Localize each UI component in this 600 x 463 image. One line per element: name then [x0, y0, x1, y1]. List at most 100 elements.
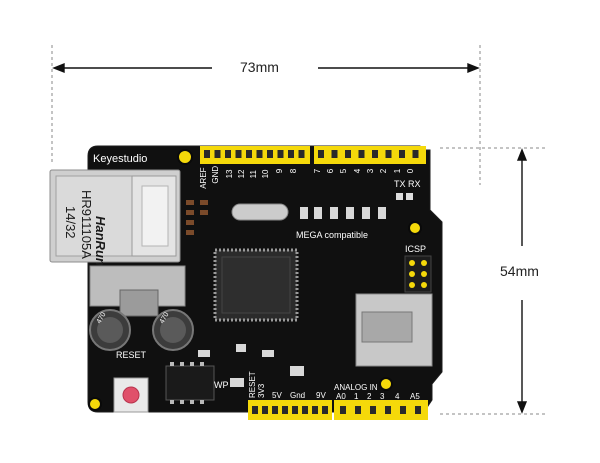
header-socket — [272, 406, 278, 414]
header-socket — [385, 406, 391, 414]
header-socket — [282, 406, 288, 414]
top-pin-label: 8 — [289, 168, 298, 173]
header-socket — [252, 406, 258, 414]
regulator-chip — [119, 289, 159, 317]
wp-label: WP — [214, 380, 229, 390]
top-pin-label: 0 — [406, 168, 415, 173]
header-socket — [355, 406, 361, 414]
header-socket — [312, 406, 318, 414]
header-socket — [292, 406, 298, 414]
header-socket — [288, 150, 294, 158]
top-pin-label: 9 — [275, 168, 284, 173]
top-pin-label: 5 — [339, 168, 348, 173]
top-pin-label: 2 — [379, 168, 388, 173]
passive-components-left — [186, 200, 208, 235]
header-socket — [235, 150, 242, 158]
header-socket — [372, 150, 378, 158]
top-pin-label: AREF — [199, 167, 208, 188]
top-pin-label: GND — [211, 166, 220, 184]
ethernet-controller-die — [221, 256, 291, 314]
flash-chip-pins — [170, 362, 204, 404]
power-pin-label: 5V — [272, 391, 282, 400]
header-socket — [331, 150, 338, 158]
header-socket — [415, 406, 421, 414]
jack-brand: HanRun — [93, 216, 108, 266]
flash-chip — [165, 365, 215, 401]
capacitor-left — [89, 309, 131, 351]
top-header-sockets — [204, 150, 419, 158]
power-pin-label: 9V — [316, 391, 326, 400]
tx-label: TX — [394, 179, 406, 189]
header-socket — [277, 150, 284, 158]
jack-code-group: 14/32 — [63, 206, 78, 239]
mounting-holes — [88, 149, 422, 411]
reset-button — [113, 377, 149, 413]
analog-in-title: ANALOG IN — [334, 383, 378, 392]
cap-label-left: 470 — [96, 311, 108, 325]
header-socket — [262, 406, 268, 414]
header-socket — [214, 150, 221, 158]
tx-rx-leds — [396, 193, 413, 200]
jack-code: 14/32 — [63, 206, 78, 239]
header-socket — [370, 406, 376, 414]
width-dimension-label: 73mm — [236, 59, 283, 75]
width-arrow — [52, 62, 480, 74]
cap-label-right-group: 470 — [159, 311, 171, 325]
header-socket — [340, 406, 346, 414]
top-pin-label: 13 — [225, 169, 234, 178]
top-pin-label: 7 — [313, 168, 322, 173]
header-socket — [302, 406, 308, 414]
height-dimension-label: 54mm — [496, 263, 543, 279]
analog-header — [334, 400, 428, 420]
header-socket — [399, 150, 405, 158]
analog-pin-label: 1 — [354, 392, 359, 401]
header-socket — [322, 406, 328, 414]
power-pin-label: Gnd — [290, 391, 305, 400]
passive-components-mid — [198, 344, 304, 387]
sd-card-contacts — [361, 311, 413, 343]
dimension-guides — [51, 45, 548, 415]
digital-header-low — [314, 146, 426, 164]
header-socket — [412, 150, 419, 158]
top-pin-label: 11 — [249, 170, 258, 179]
header-socket — [267, 150, 273, 158]
cap-label-right: 470 — [159, 311, 171, 325]
header-socket — [400, 406, 406, 414]
analog-pin-label: A5 — [410, 392, 420, 401]
ethernet-jack — [49, 169, 181, 263]
cap-label-left-group: 470 — [96, 311, 108, 325]
top-pin-label: 4 — [353, 168, 362, 173]
bottom-header-sockets — [252, 406, 421, 414]
top-pin-label: 6 — [326, 168, 335, 173]
icsp-label: ICSP — [405, 244, 426, 254]
power-header — [248, 400, 332, 420]
smd-resistor-row — [300, 207, 386, 219]
header-socket — [246, 150, 252, 158]
analog-pin-label: 2 — [367, 392, 372, 401]
reset-label: RESET — [116, 350, 147, 360]
analog-pin-label: 3 — [380, 392, 385, 401]
rx-label: RX — [408, 179, 421, 189]
header-socket — [345, 150, 351, 158]
header-socket — [298, 150, 305, 158]
capacitor-right — [152, 309, 194, 351]
header-socket — [318, 150, 324, 158]
icsp-header — [404, 255, 432, 293]
jack-part-number: HR911105A — [79, 190, 94, 259]
top-pin-label: 3 — [366, 168, 375, 173]
header-socket — [204, 150, 210, 158]
top-pin-label: 1 — [393, 168, 402, 173]
brand-label: Keyestudio — [93, 153, 147, 165]
header-socket — [358, 150, 365, 158]
power-pin-label: 3V3 — [257, 383, 266, 398]
analog-pin-label: A0 — [336, 392, 346, 401]
jack-part-group: HR911105A — [79, 190, 94, 259]
jack-brand-group: HanRun — [93, 216, 108, 266]
analog-pin-label: 4 — [395, 392, 400, 401]
power-pin-label: RESET — [248, 371, 257, 398]
mega-compatible-label: MEGA compatible — [296, 230, 368, 240]
